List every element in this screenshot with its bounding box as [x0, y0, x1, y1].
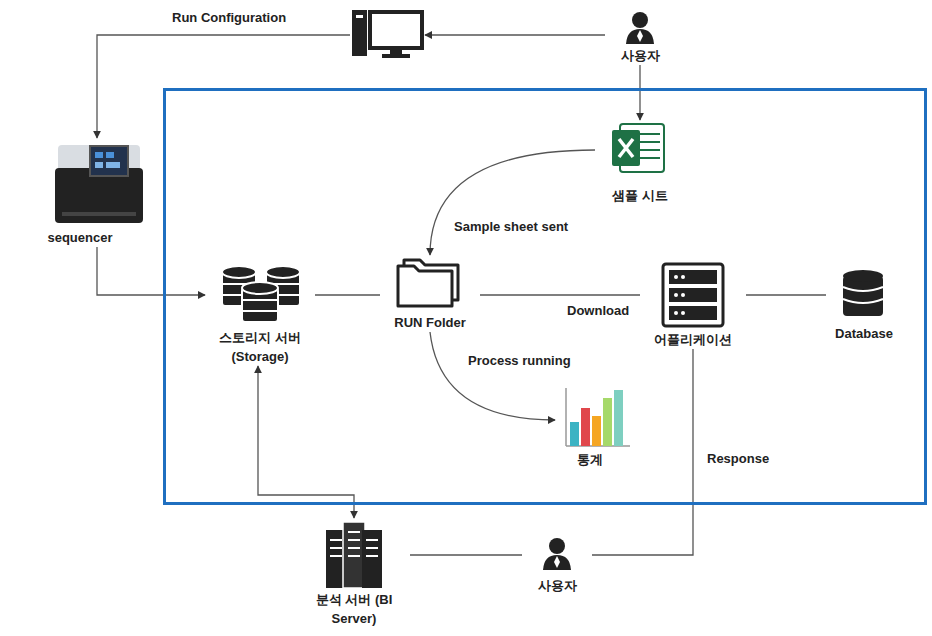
database-node: Database	[826, 268, 902, 343]
system-boundary: 샘플 시트스토리지 서버 (Storage) RUN Folder 통계 어플리케이션…	[163, 88, 927, 505]
connector	[746, 294, 826, 295]
connector	[430, 332, 555, 420]
edge-label: Sample sheet sent	[452, 218, 570, 235]
user-icon	[543, 538, 571, 570]
application-node: 어플리케이션	[640, 262, 746, 349]
folder-icon	[398, 260, 458, 306]
edge-label: Download	[565, 302, 631, 319]
connector	[425, 34, 605, 35]
node-label: 사용자	[522, 576, 592, 595]
database-icon	[843, 270, 883, 316]
bi-server-icon	[326, 522, 382, 588]
pc-icon	[352, 10, 422, 58]
spreadsheet-icon	[612, 124, 664, 172]
node-label: 스토리지 서버 (Storage)	[205, 328, 315, 366]
connector	[410, 554, 522, 555]
connector	[97, 247, 205, 295]
edge-label: Run Configuration	[170, 9, 288, 26]
sample-sheet-node: 샘플 시트	[595, 120, 685, 205]
edge-label: Process running	[466, 352, 573, 369]
connector	[639, 65, 640, 120]
bi-server-node: 분석 서버 (BI Server)	[298, 518, 410, 628]
storage-node: 스토리지 서버 (Storage)	[205, 262, 315, 366]
statistics-node: 통계	[555, 384, 625, 469]
node-label: sequencer	[20, 228, 140, 247]
server-icon	[663, 264, 723, 326]
bar-chart-icon	[566, 388, 630, 446]
node-label: RUN Folder	[380, 313, 480, 332]
user-node: 사용자	[605, 8, 675, 65]
pc-node	[350, 6, 425, 60]
connector	[97, 35, 350, 138]
connector	[480, 294, 640, 295]
node-label: Database	[826, 324, 902, 343]
connector	[430, 150, 595, 255]
run-folder-node: RUN Folder	[380, 255, 480, 332]
edge-label: Response	[705, 450, 771, 467]
user-icon	[626, 12, 654, 44]
node-label: 사용자	[605, 46, 675, 65]
connector	[315, 294, 380, 295]
user-node: 사용자	[522, 536, 592, 595]
node-label: 통계	[555, 450, 625, 469]
connector	[258, 366, 354, 518]
node-label: 샘플 시트	[595, 186, 685, 205]
connector	[592, 349, 693, 555]
node-label: 어플리케이션	[640, 330, 746, 349]
storage-icon	[222, 266, 300, 322]
sequencer-node: sequencer	[20, 138, 140, 247]
sequencer-icon	[55, 145, 143, 223]
node-label: 분석 서버 (BI Server)	[298, 590, 410, 628]
